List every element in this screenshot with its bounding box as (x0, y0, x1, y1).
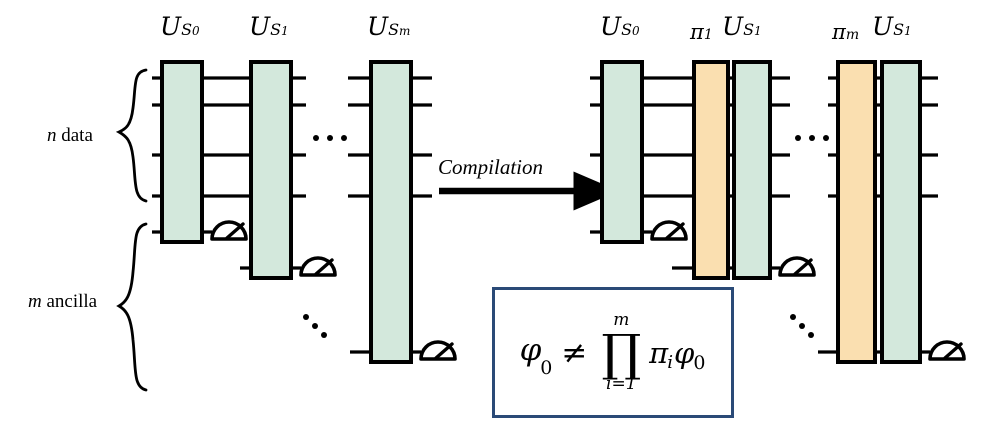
gate-u-sm (369, 60, 413, 364)
brace-data (115, 68, 148, 203)
phi-factor-sub: 0 (693, 351, 706, 374)
dot (809, 135, 815, 141)
gate-pi-m (836, 60, 877, 364)
gate-symbol: U (160, 12, 182, 41)
dot (312, 323, 318, 329)
ellipsis-horizontal-right (795, 135, 829, 141)
data-label-text: data (56, 125, 93, 146)
ancilla-count-symbol: m (28, 291, 42, 312)
dot (795, 135, 801, 141)
gate-label-u-s1-left: US1 (249, 14, 289, 39)
ancilla-qubits-label: m ancilla (28, 292, 97, 311)
dot (313, 135, 319, 141)
gate-label-pi-1: π1 (690, 22, 713, 43)
equation-lhs: φ0 (519, 332, 553, 379)
gate-sub: S (743, 20, 755, 39)
pi-symbol: π (832, 20, 846, 44)
gate-subsub: m (399, 24, 411, 38)
dot (303, 314, 309, 320)
gate-u-s0 (600, 60, 644, 244)
pi-sub: m (845, 27, 860, 43)
dot (799, 323, 805, 329)
gate-u-s0 (160, 60, 204, 244)
gate-u-s1 (732, 60, 772, 280)
dot (790, 314, 796, 320)
ellipsis-horizontal-left (313, 135, 347, 141)
gate-sub: S (270, 20, 282, 39)
gate-sub: S (893, 20, 905, 39)
ellipsis-diagonal-right (790, 314, 820, 342)
measurement-icon (650, 220, 688, 241)
qubit-braces (115, 68, 148, 392)
gate-u-s1 (249, 60, 293, 280)
phi-factor: φ (674, 335, 695, 370)
data-qubits-label: n data (47, 126, 93, 145)
product-operator: m ∏ i=1 (601, 312, 641, 393)
ellipsis-diagonal-left (303, 314, 333, 342)
product-lower-limit: i=1 (606, 374, 637, 394)
gate-subsub: 0 (632, 24, 640, 38)
gate-u-s1-last (880, 60, 922, 364)
gate-sub: S (181, 20, 193, 39)
left-circuit-measurements (210, 220, 457, 361)
gate-label-u-s0-right: US0 (600, 14, 640, 39)
measurement-icon (778, 256, 816, 277)
gate-sub: S (388, 20, 400, 39)
dot (327, 135, 333, 141)
measurement-icon (928, 340, 966, 361)
gate-label-u-s0-left: US0 (160, 14, 200, 39)
product-symbol: ∏ (601, 324, 642, 382)
gate-label-u-s1-last: US1 (872, 14, 912, 39)
brace-ancilla (116, 222, 148, 392)
dot (341, 135, 347, 141)
dot (823, 135, 829, 141)
right-circuit-measurements (650, 220, 966, 361)
gate-subsub: 0 (192, 24, 200, 38)
product-upper-limit: m (613, 310, 630, 330)
gate-symbol: U (600, 12, 622, 41)
gate-label-u-s1-right: US1 (722, 14, 762, 39)
measurement-icon (299, 256, 337, 277)
left-circuit-gates (160, 60, 413, 364)
compilation-arrow-label: Compilation (438, 155, 544, 179)
gate-symbol: U (872, 12, 894, 41)
pi-sub: 1 (703, 27, 713, 43)
gate-pi-1 (692, 60, 730, 280)
gate-subsub: 1 (754, 24, 762, 38)
dot (321, 332, 327, 338)
gate-sub: S (621, 20, 633, 39)
pi-factor-sub: i (667, 351, 673, 373)
measurement-icon (210, 220, 248, 241)
ancilla-label-text: ancilla (41, 291, 98, 312)
gate-symbol: U (249, 12, 271, 41)
right-circuit-gates (600, 60, 922, 364)
pi-symbol: π (690, 20, 704, 44)
gate-symbol: U (367, 12, 389, 41)
data-count-symbol: n (47, 125, 57, 146)
gate-subsub: 1 (904, 24, 912, 38)
gate-label-u-sm-left: USm (367, 14, 410, 39)
not-equal-sign: ≠ (561, 334, 588, 371)
dot (808, 332, 814, 338)
pi-factor: π (649, 335, 669, 370)
gate-subsub: 1 (281, 24, 289, 38)
gate-label-pi-m: πm (832, 22, 859, 43)
gate-symbol: U (722, 12, 744, 41)
measurement-icon (419, 340, 457, 361)
